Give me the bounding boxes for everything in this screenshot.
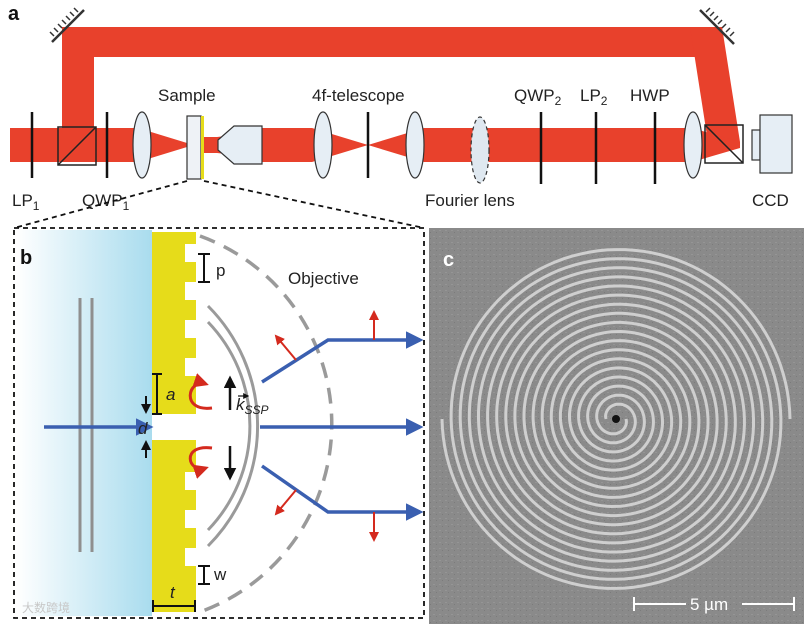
pol-arrow-2: [274, 334, 297, 361]
spiral-grating: [449, 248, 792, 581]
panel-b: b Objective p a d kSSP w t 大数跨境: [13, 227, 425, 619]
panel-b-label: b: [20, 247, 32, 269]
ssp-circulation-bottom: [188, 446, 213, 479]
panel-c-label: c: [443, 249, 454, 271]
beam-splitter-right: [704, 124, 744, 164]
t-label: t: [170, 583, 176, 602]
lens-ccd: [683, 111, 703, 179]
w-marker: [198, 565, 210, 585]
center-aperture: [612, 415, 620, 423]
k-label: kSSP: [236, 395, 269, 417]
panel-a-label: a: [8, 3, 20, 25]
objective-lens-arc-2: [206, 304, 260, 548]
telescope-lens-2: [405, 111, 425, 179]
watermark: 大数跨境: [22, 600, 70, 615]
spiral-grating-2: [440, 257, 783, 590]
objective-lens-arc-1: [206, 320, 252, 532]
scale-bar-label: 5 µm: [690, 595, 728, 614]
telescope-lens-1: [313, 111, 333, 179]
lp2-label: LP2: [580, 86, 608, 108]
diffracted-arrow-bottom: [260, 464, 424, 521]
ccd-camera: [751, 114, 793, 174]
scale-bar: [633, 597, 795, 611]
objective-dashed-arc: [199, 234, 334, 614]
a-marker: [152, 373, 162, 415]
lp1-label: LP1: [12, 191, 40, 213]
telescope-label: 4f-telescope: [312, 86, 405, 105]
objective-lens: [217, 125, 263, 165]
diffracted-arrow-top: [261, 331, 424, 384]
ssp-circulation-top: [188, 373, 213, 410]
panel-a: a Sample 4f-telescope QWP2 LP2 HWP LP1 Q…: [8, 3, 793, 229]
beam-splitter-left: [57, 126, 97, 166]
zoom-line-right: [203, 180, 425, 229]
t-marker: [152, 600, 196, 612]
pol-arrow-3: [274, 489, 297, 516]
mirror-right: [699, 7, 735, 45]
lens-1: [132, 111, 152, 179]
objective-label: Objective: [288, 269, 359, 288]
zoom-line-left: [13, 180, 188, 229]
mirror-left: [49, 7, 85, 43]
w-label: w: [213, 565, 227, 584]
sample-label: Sample: [158, 86, 216, 105]
hwp-label: HWP: [630, 86, 670, 105]
gold-film-grating: [152, 232, 196, 612]
p-label: p: [216, 261, 225, 280]
p-marker: [198, 253, 210, 283]
panel-c: c 5 µm: [429, 228, 804, 624]
fourier-lens-label: Fourier lens: [425, 191, 515, 210]
fourier-lens: [470, 116, 490, 184]
a-label: a: [166, 385, 175, 404]
qwp1-label: QWP1: [82, 191, 130, 213]
d-label: d: [138, 419, 148, 438]
qwp2-label: QWP2: [514, 86, 562, 108]
ccd-label: CCD: [752, 191, 789, 210]
sample-holder: [186, 115, 204, 180]
